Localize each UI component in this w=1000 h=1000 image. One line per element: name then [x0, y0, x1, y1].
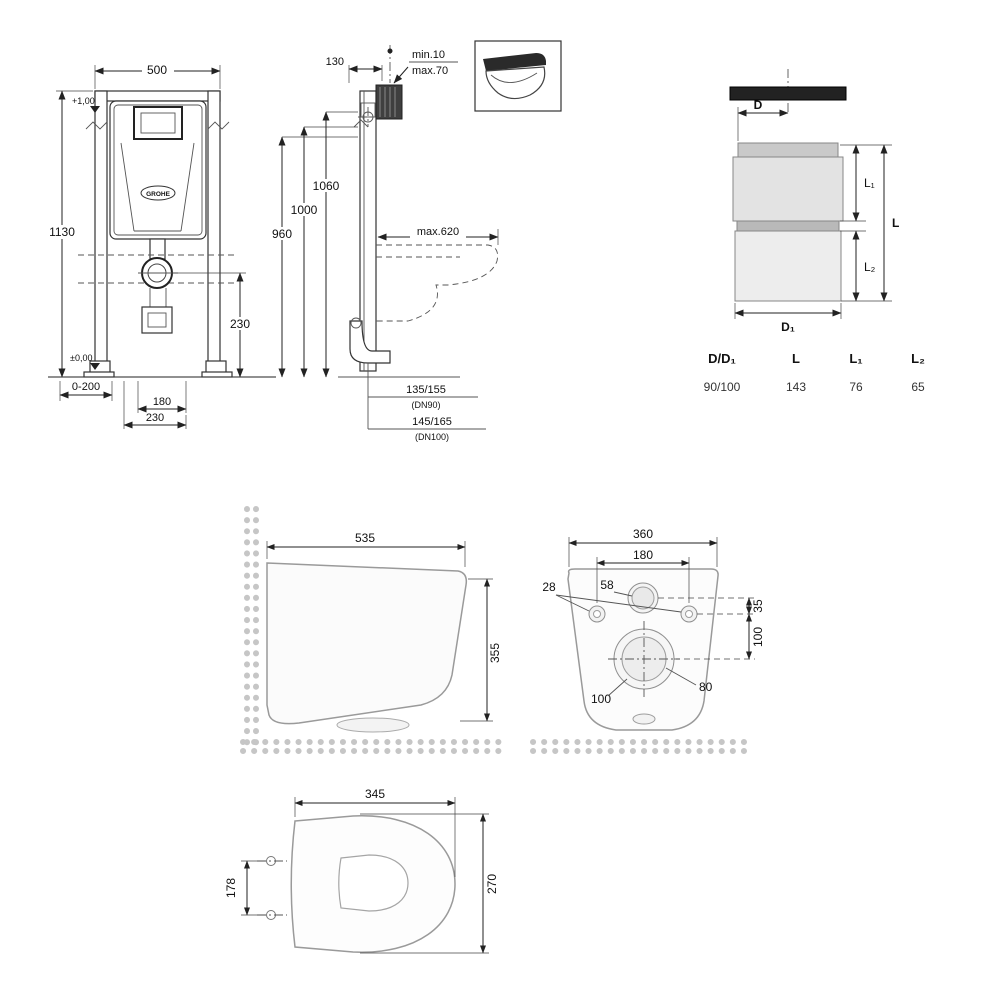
- fixing-hole-left: [588, 605, 606, 623]
- dim-max620: max.620: [417, 226, 459, 238]
- bowl-side-view: 535 355: [266, 531, 502, 733]
- dim-depth-130: 130: [326, 56, 344, 68]
- dim-178: 178: [224, 878, 238, 898]
- pipe-views: D D₁ L₁ L₂ L: [729, 69, 899, 334]
- pipe-socket-rim: [737, 142, 839, 158]
- dim-height-1130: 1130: [49, 225, 75, 239]
- frame-front-dimensions: 500 1130 +1,00 ±0,00 0-200 180 230 230: [45, 63, 256, 429]
- dim-1060: 1060: [313, 179, 340, 193]
- threaded-rod: [375, 84, 403, 120]
- frame-installation-drawing: GROHE 500 1130 +1,00 ±0,00: [45, 40, 562, 442]
- dim-360: 360: [633, 527, 653, 541]
- table-header-dd1: D/D₁: [708, 351, 736, 366]
- dim-535: 535: [355, 531, 375, 545]
- dim-min10: min.10: [412, 49, 445, 61]
- pipe-rod: [729, 86, 847, 101]
- frame-side-view: [349, 84, 499, 429]
- dim-230-outlet-height: 230: [230, 317, 250, 331]
- fixing-hole-right: [680, 605, 698, 623]
- drain-elbow: [349, 317, 391, 364]
- table-value-l1: 76: [849, 380, 863, 394]
- dim-d: D: [754, 98, 763, 112]
- outlet-circle: [138, 257, 178, 289]
- dim-dn100: (DN100): [415, 432, 449, 442]
- bowl-views-drawing: 535 355 360: [240, 506, 765, 754]
- dim-230-bottom: 230: [146, 412, 164, 424]
- bowl-rear-view: 360 180 58 28 35 100 80 100: [542, 527, 765, 731]
- level-mark-floor: [90, 363, 100, 370]
- seat-dimensions: 345 270 178: [224, 787, 499, 954]
- dim-l2: L₂: [864, 260, 876, 274]
- dim-100-outlet: 100: [591, 692, 611, 706]
- table-value-l2: 65: [911, 380, 925, 394]
- dim-180: 180: [153, 396, 171, 408]
- outlet-bend: [141, 306, 173, 334]
- toilet-lid-icon: [483, 53, 546, 71]
- level-floor-label: ±0,00: [70, 353, 92, 363]
- dim-d1: D₁: [781, 320, 795, 334]
- frame-side-dimensions: 130 min.10 max.70 960 1000 1060 max.620 …: [266, 45, 499, 442]
- dim-1000: 1000: [291, 203, 318, 217]
- dim-l: L: [892, 216, 899, 230]
- pipe-lower-body: [734, 230, 842, 302]
- dim-58: 58: [600, 578, 614, 592]
- grohe-logo: GROHE: [140, 185, 176, 201]
- seat-top-view-drawing: 345 270 178: [224, 787, 499, 954]
- seat-outline: [257, 815, 456, 953]
- dim-80: 80: [699, 680, 713, 694]
- dim-355: 355: [488, 643, 502, 663]
- seat-inner-opening: [338, 854, 409, 912]
- table-header-l2: L₂: [911, 351, 925, 366]
- dim-345: 345: [365, 787, 385, 801]
- dim-l1: L₁: [864, 176, 875, 190]
- dim-range-0-200: 0-200: [72, 381, 100, 393]
- brand-label: GROHE: [146, 191, 171, 198]
- dim-960: 960: [272, 227, 292, 241]
- wall-hung-toilet-inset: [474, 40, 562, 112]
- pipe-fitting-drawing: D D₁ L₁ L₂ L D/D₁ L L₁ L₂ 90/100 143 76 …: [704, 69, 925, 394]
- dim-dn100-val: 145/165: [412, 416, 452, 428]
- dim-dn90: (DN90): [411, 400, 440, 410]
- level-mark-top: [90, 106, 100, 113]
- dashed-bowl-outline: [376, 244, 499, 322]
- dim-max70: max.70: [412, 65, 448, 77]
- dim-180-holes: 180: [633, 548, 653, 562]
- pipe-upper-body: [732, 156, 844, 222]
- outlet-hole: [608, 621, 680, 697]
- level-top-label: +1,00: [72, 96, 95, 106]
- frame-front-view: GROHE: [78, 90, 238, 378]
- dim-35: 35: [751, 599, 765, 613]
- wall-dot-strips: [240, 506, 750, 754]
- dim-28: 28: [542, 580, 556, 594]
- pipe-dimension-table: D/D₁ L L₁ L₂ 90/100 143 76 65: [704, 351, 925, 394]
- break-mark: [353, 119, 369, 128]
- dim-width-500: 500: [147, 63, 167, 77]
- table-value-dd1: 90/100: [704, 380, 741, 394]
- dim-dn90-val: 135/155: [406, 384, 446, 396]
- dim-100-vertical: 100: [751, 627, 765, 647]
- break-mark: [207, 121, 230, 130]
- table-header-l1: L₁: [849, 351, 862, 366]
- bowl-foot: [336, 717, 410, 733]
- bowl-side-silhouette: [266, 562, 468, 725]
- break-mark: [85, 121, 108, 130]
- flush-plate-opening: [133, 106, 183, 140]
- pipe-joint: [736, 220, 840, 232]
- table-header-l: L: [792, 351, 800, 366]
- table-value-l: 143: [786, 380, 806, 394]
- bottom-hole: [632, 713, 656, 725]
- toilet-bowl-icon: [485, 66, 546, 100]
- dim-270: 270: [485, 874, 499, 894]
